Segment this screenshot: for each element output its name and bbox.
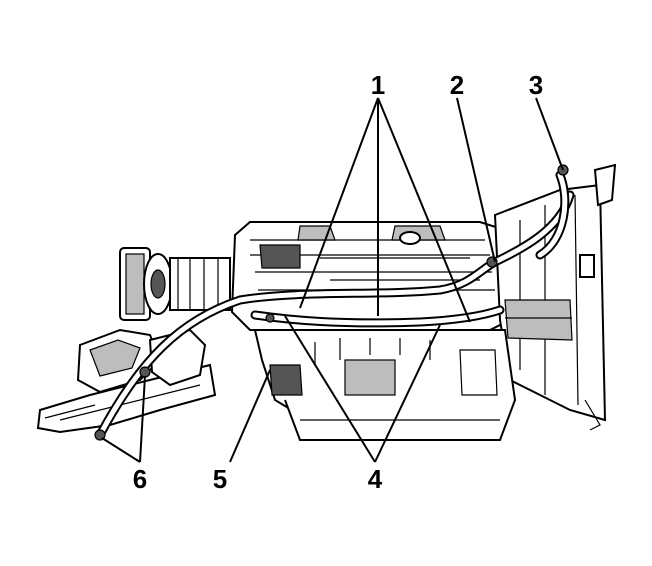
leader-lines — [101, 97, 564, 463]
frame-crossmember — [36, 328, 217, 434]
callout-1-label: 1 — [371, 70, 385, 100]
callout-2-label: 2 — [450, 70, 464, 100]
callout-4-label: 4 — [368, 464, 383, 494]
callout-6-label: 6 — [133, 464, 147, 494]
output-flange — [119, 247, 231, 321]
oil-pan — [253, 329, 517, 441]
callout-5-label: 5 — [213, 464, 227, 494]
callout-3-label: 3 — [529, 70, 543, 100]
